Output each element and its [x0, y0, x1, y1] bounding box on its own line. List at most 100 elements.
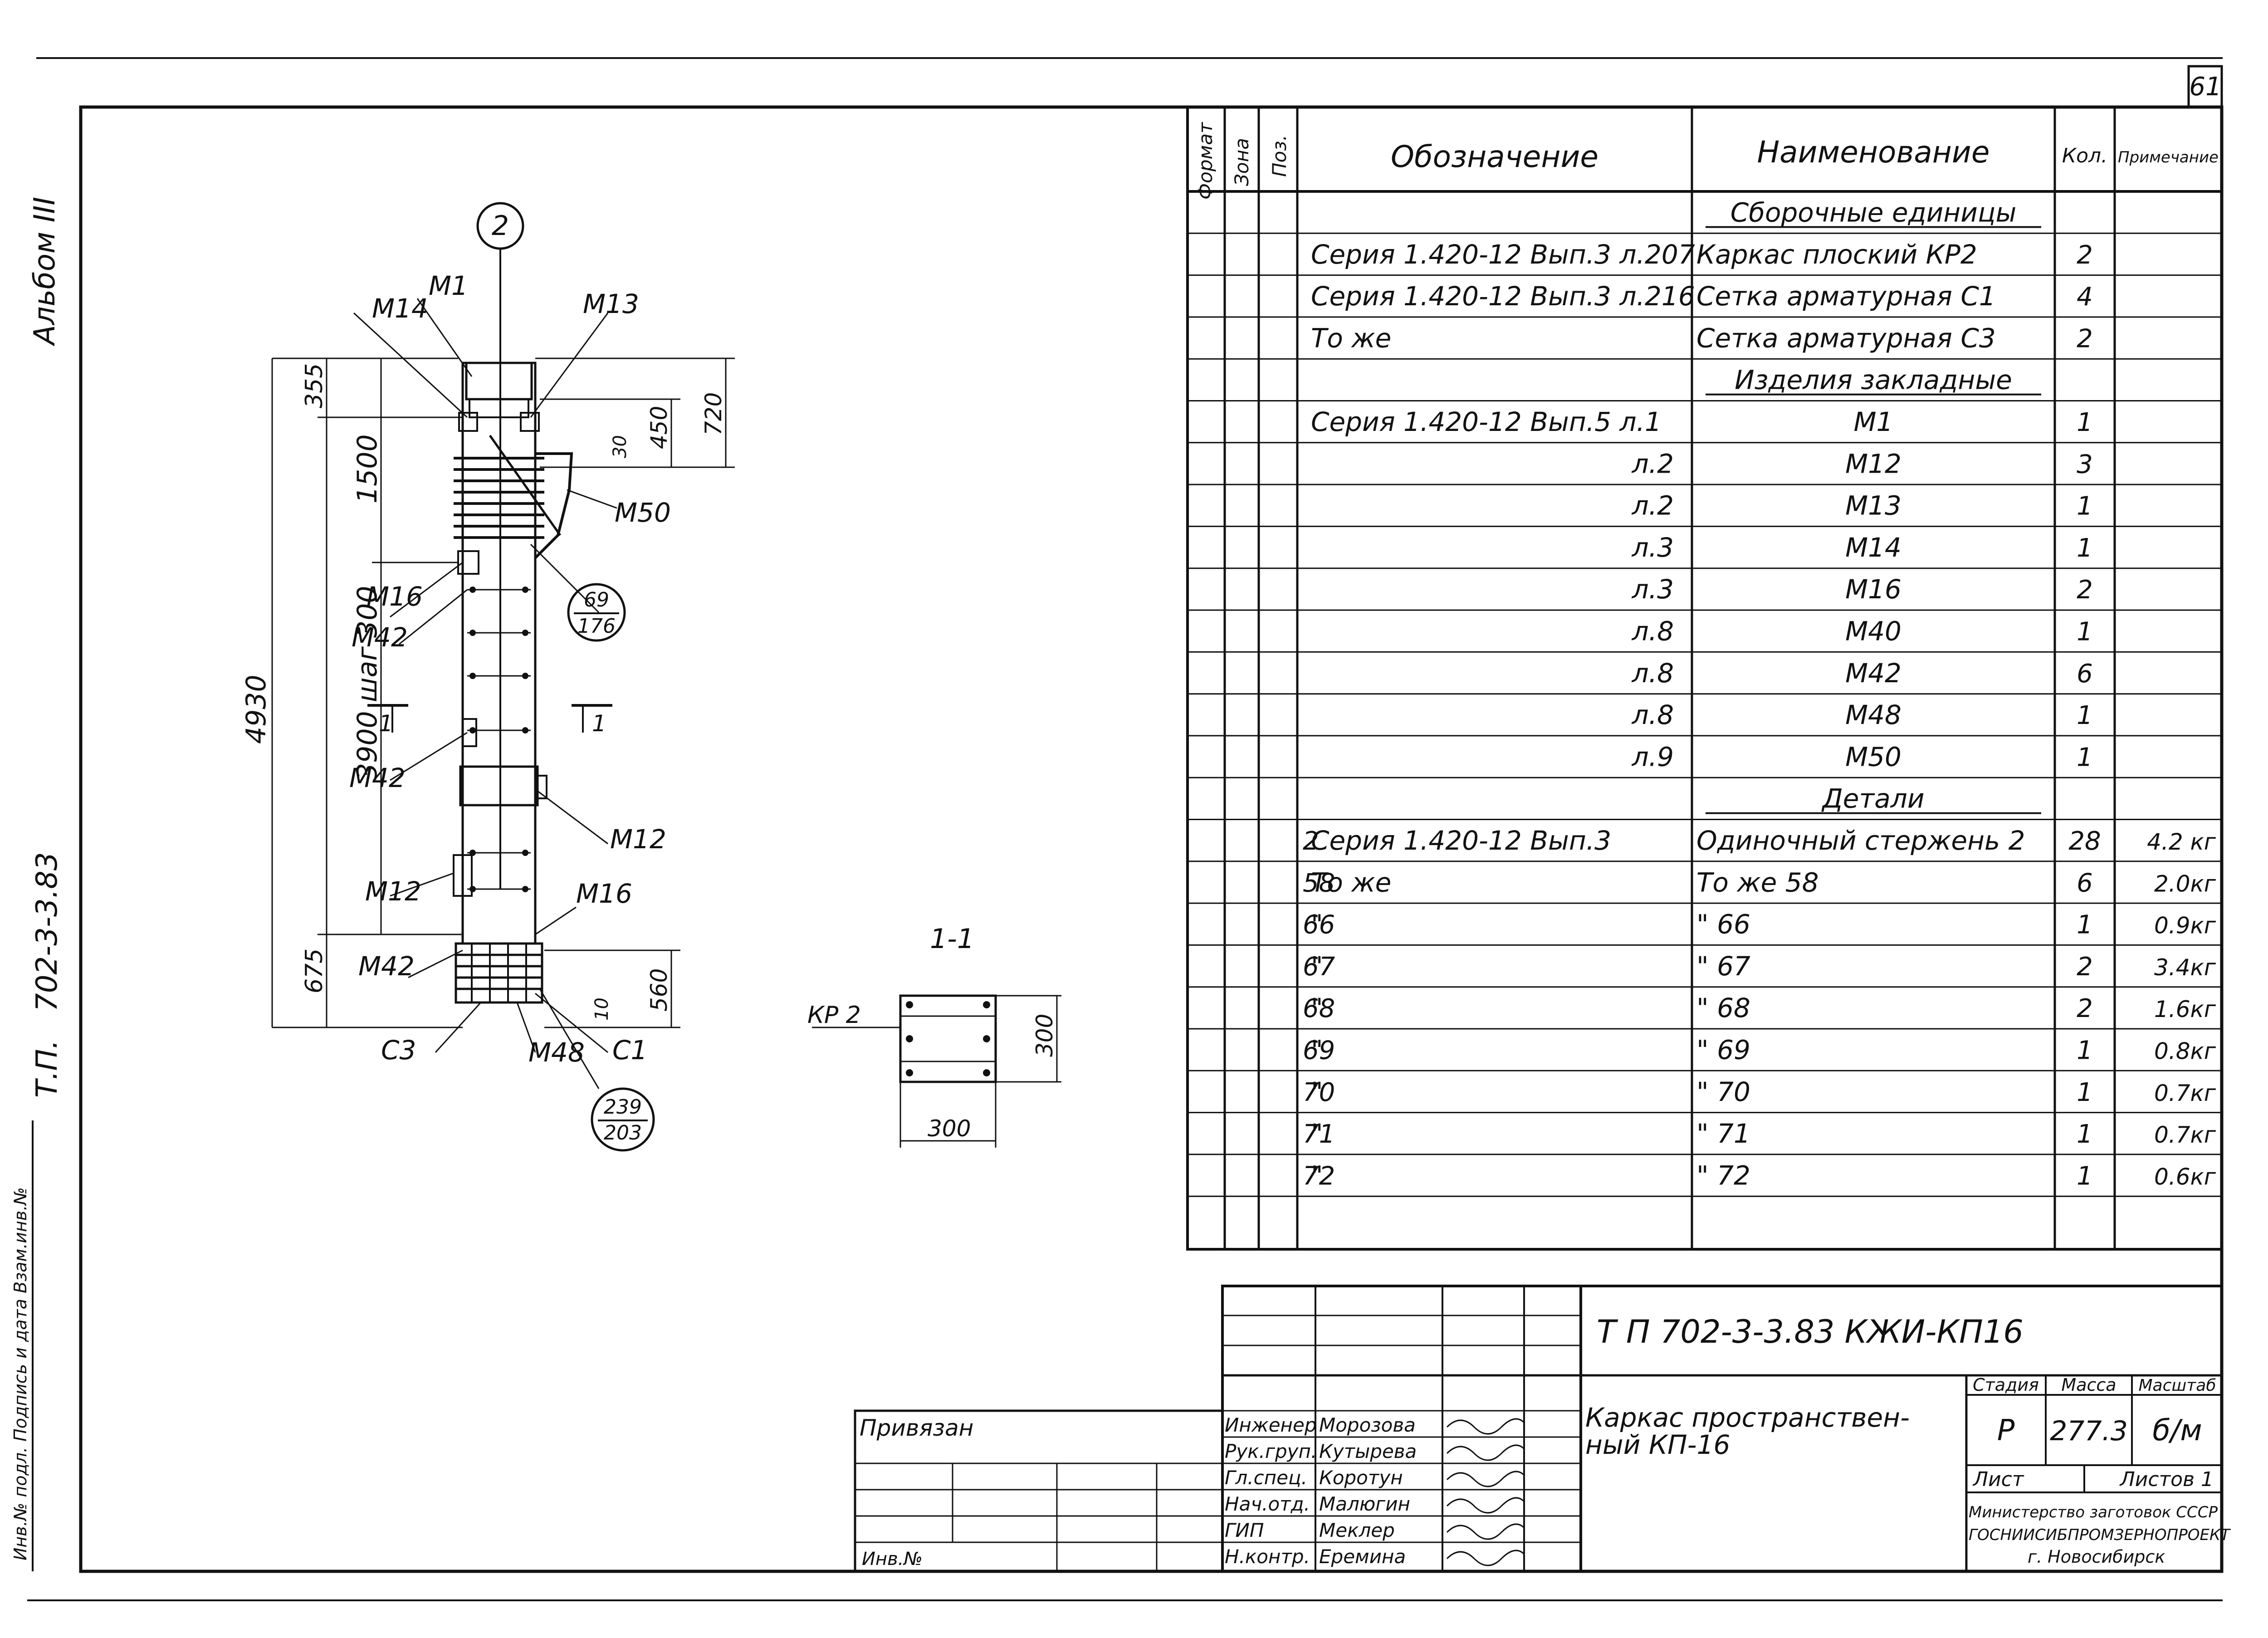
header-qty: Кол. — [2062, 144, 2107, 167]
ref-circle-239 — [591, 1087, 655, 1152]
leader-lines — [353, 298, 617, 1089]
row-designation: л.2 — [1632, 448, 1674, 479]
row-designation: л.3 — [1632, 574, 1674, 605]
row-qty: 1 — [2077, 910, 2093, 940]
row-qty: 6 — [2077, 868, 2093, 898]
row-qty: 28 — [2068, 826, 2101, 856]
privyazan-box — [854, 1409, 1224, 1573]
header-format: Формат — [1194, 122, 1217, 200]
dim-355: 355 — [301, 363, 328, 408]
column-head-plate — [465, 362, 533, 401]
row-pos: 70 — [1303, 1078, 1335, 1107]
ref-circle-69 — [567, 583, 626, 642]
role-title: Рук.груп. — [1225, 1440, 1317, 1462]
row-designation: л.9 — [1632, 741, 1674, 772]
role-title: Нач.отд. — [1225, 1493, 1310, 1515]
dim-450: 450 — [646, 406, 672, 449]
row-designation: " — [1311, 1118, 1323, 1149]
row-designation: " — [1311, 909, 1323, 940]
dim-675: 675 — [301, 949, 328, 993]
header-designation: Обозначение — [1391, 139, 1598, 174]
row-qty: 3 — [2077, 450, 2093, 479]
callout-number: 2 — [492, 210, 509, 242]
signature-mark — [1446, 1418, 1525, 1435]
row-name: M14 — [1845, 532, 1901, 563]
header-zone: Зона — [1231, 138, 1253, 186]
signature-mark — [1446, 1550, 1525, 1566]
role-name: Морозова — [1319, 1414, 1416, 1436]
row-name: " 67 — [1696, 951, 1750, 982]
org-line2: ГОСНИИСИБПРОМЗЕРНОПРОЕКТ — [1969, 1526, 2231, 1544]
plate-m42-mid — [462, 718, 477, 747]
row-name: " 71 — [1696, 1118, 1750, 1149]
signature-mark — [1446, 1497, 1525, 1514]
row-pos: 71 — [1303, 1120, 1335, 1149]
signature-mark — [1446, 1471, 1525, 1487]
row-name: M13 — [1845, 490, 1901, 521]
row-name: Сетка арматурная С3 — [1696, 323, 1996, 353]
row-designation: То же — [1311, 323, 1391, 353]
column-head-block — [469, 398, 529, 418]
mark-m14: M14 — [372, 293, 428, 324]
row-designation: " — [1311, 1160, 1323, 1191]
mark-m16-right: M16 — [576, 878, 632, 909]
section-outline — [899, 994, 997, 1083]
row-qty: 1 — [2077, 743, 2093, 772]
row-note: 1.6кг — [2154, 996, 2216, 1022]
dimensions-right — [535, 357, 735, 1028]
role-name: Коротун — [1319, 1467, 1403, 1489]
top-stirrups — [454, 457, 544, 539]
row-qty: 2 — [2077, 994, 2093, 1023]
row-designation: " — [1311, 951, 1323, 982]
row-name: M1 — [1854, 406, 1893, 437]
row-qty: 4 — [2077, 282, 2093, 312]
bracket-m50 — [534, 452, 573, 559]
mark-m16-left: M16 — [367, 581, 423, 612]
inv-label: Инв.№ — [862, 1549, 923, 1570]
dim-4930: 4930 — [240, 675, 272, 744]
row-designation: л.8 — [1632, 699, 1674, 730]
ref1-bottom: 176 — [577, 615, 616, 638]
doc-code: Т П 702-3-3.83 КЖИ-КП16 — [1597, 1313, 2024, 1350]
row-qty: 2 — [2077, 240, 2093, 270]
row-designation: л.8 — [1632, 658, 1674, 689]
column-elevation: 2 — [240, 202, 735, 1152]
stage-header: Стадия — [1973, 1375, 2039, 1395]
row-qty: 1 — [2077, 1036, 2093, 1065]
stage-value: Р — [1997, 1414, 2015, 1447]
privyazan-label: Привязан — [860, 1415, 973, 1441]
mark-m1: M1 — [429, 270, 468, 301]
role-name: Кутырева — [1319, 1440, 1417, 1462]
section-mark-left: 1 — [379, 710, 393, 737]
base-mesh — [455, 942, 543, 1004]
row-name: Сборочные единицы — [1730, 197, 2017, 228]
header-note: Примечание — [2118, 148, 2219, 166]
row-qty: 1 — [2077, 408, 2093, 437]
plate-m12-mid — [459, 765, 539, 807]
role-name: Малюгин — [1319, 1493, 1410, 1515]
ref2-bottom: 203 — [604, 1121, 642, 1144]
row-pos: 68 — [1303, 994, 1335, 1023]
row-name: " 69 — [1696, 1034, 1750, 1065]
stirrup-dots — [467, 587, 531, 892]
dim-1500: 1500 — [352, 434, 383, 504]
plate-m13 — [520, 412, 540, 432]
row-pos: 69 — [1303, 1036, 1335, 1065]
dim-30: 30 — [610, 435, 631, 458]
row-qty: 1 — [2077, 1120, 2093, 1149]
signature-mark — [1446, 1523, 1525, 1540]
row-name: M40 — [1845, 616, 1901, 646]
row-pos: 67 — [1303, 952, 1335, 982]
dim-3900: 3900 шаг 300 — [352, 586, 383, 780]
row-qty: 2 — [2077, 324, 2093, 353]
plate-m14 — [458, 412, 478, 432]
dim-10: 10 — [591, 997, 612, 1021]
header-pos: Поз. — [1268, 135, 1290, 177]
row-name: " 70 — [1696, 1076, 1750, 1107]
row-qty: 1 — [2077, 1161, 2093, 1191]
row-name: Детали — [1821, 783, 1924, 814]
mark-m50: M50 — [615, 497, 671, 528]
section-kp-label: КР 2 — [807, 1002, 861, 1029]
